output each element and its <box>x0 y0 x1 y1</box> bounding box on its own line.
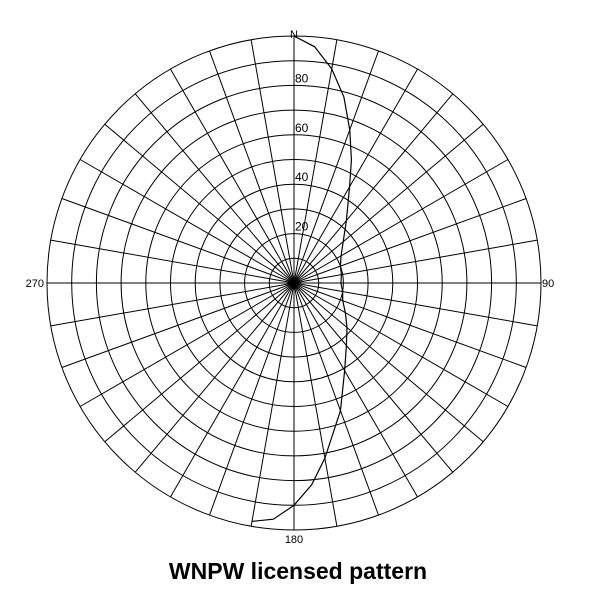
grid-spoke <box>293 123 484 284</box>
grid-spoke <box>79 282 295 407</box>
grid-spoke <box>293 159 509 284</box>
grid-spoke <box>61 282 295 368</box>
grid-spoke <box>293 50 379 284</box>
azimuth-label: N <box>290 29 298 41</box>
grid-spoke <box>104 123 295 284</box>
grid-spoke <box>293 39 338 284</box>
grid-spoke <box>293 282 338 527</box>
grid-spoke <box>293 282 454 473</box>
grid-spoke <box>293 93 454 284</box>
grid-spoke <box>104 282 295 443</box>
polar-chart: 20 40 60 80 N 90 180 270 <box>26 29 555 546</box>
grid-spoke <box>79 159 295 284</box>
grid-spoke <box>209 50 295 284</box>
grid-spoke <box>50 239 295 284</box>
radial-tick-label: 60 <box>295 121 309 135</box>
grid-spoke <box>61 198 295 284</box>
azimuth-label: 180 <box>285 534 303 546</box>
grid-spoke <box>293 282 379 516</box>
grid-spoke <box>134 282 295 473</box>
pattern-series-line <box>251 35 353 522</box>
azimuth-label: 90 <box>542 278 554 290</box>
pattern-layer <box>251 35 353 522</box>
grid-spoke <box>250 39 295 284</box>
grid-spoke <box>50 282 295 327</box>
azimuth-label: 270 <box>26 278 44 290</box>
grid-spoke <box>170 282 295 498</box>
grid-spokes <box>47 36 541 530</box>
radial-tick-label: 80 <box>295 71 309 85</box>
grid-spoke <box>293 282 538 327</box>
grid-spoke <box>293 282 484 443</box>
radial-tick-label: 20 <box>295 220 309 234</box>
grid-spoke <box>293 239 538 284</box>
radial-tick-label: 40 <box>295 170 309 184</box>
grid-spoke <box>209 282 295 516</box>
grid-spoke <box>293 68 418 284</box>
chart-title: WNPW licensed pattern <box>168 558 428 584</box>
grid-spoke <box>170 68 295 284</box>
grid-spoke <box>293 198 527 284</box>
grid-spoke <box>134 93 295 284</box>
grid-spoke <box>250 282 295 527</box>
grid-spoke <box>293 282 509 407</box>
grid-spoke <box>293 282 527 368</box>
radial-tick-labels: 20 40 60 80 <box>295 71 309 233</box>
azimuth-labels: N 90 180 270 <box>26 29 555 546</box>
grid-spoke <box>293 282 418 498</box>
